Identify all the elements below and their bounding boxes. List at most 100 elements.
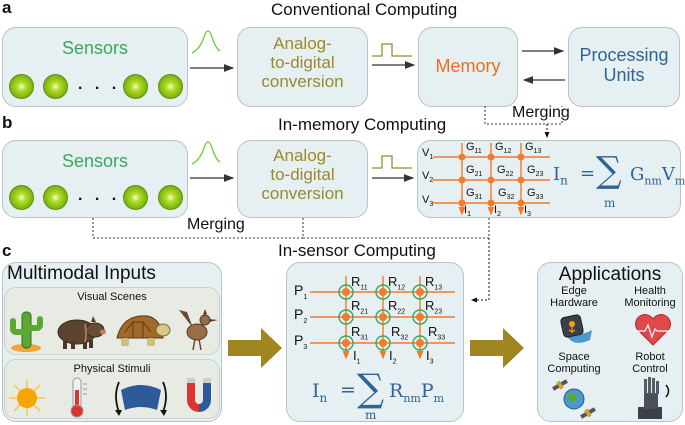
sensor-dot	[43, 185, 68, 210]
physical-stimuli-box: Physical Stimuli	[4, 359, 220, 419]
crossbar-c-cell: R21	[351, 298, 369, 316]
crossbar-c-col-output: I2	[389, 348, 397, 366]
adc-line: to-digital	[270, 53, 335, 73]
multimodal-inputs-box: Multimodal Inputs Visual Scenes	[2, 262, 222, 422]
panel-b-title: In-memory Computing	[278, 115, 447, 134]
sensors-label-a: Sensors	[61, 38, 129, 58]
panel-letter-c: c	[2, 241, 12, 260]
sensors-label-b: Sensors	[61, 151, 129, 171]
cactus-icon	[10, 311, 43, 352]
crossbar-c-cell: R13	[425, 274, 443, 292]
crossbar-c-cell: R31	[351, 324, 369, 342]
crossbar-b-cell: G12	[495, 141, 512, 156]
smartwatch-icon	[560, 314, 592, 343]
memory-box: Memory	[418, 27, 518, 107]
panel-letter-b: b	[2, 113, 13, 132]
formula-c-lhs: In	[312, 380, 328, 405]
merging-label-b: Merging	[187, 216, 245, 233]
sensor-dot	[158, 185, 183, 210]
adc-line: to-digital	[270, 165, 335, 185]
sensors-box-a: Sensors . . .	[2, 27, 188, 107]
formula-c-rhs: RnmPm	[389, 380, 445, 405]
adc-label-a: Analog- to-digital conversion	[238, 34, 367, 91]
visual-scenes-title: Visual Scenes	[77, 291, 147, 303]
applications-title: Applications	[558, 264, 662, 285]
crossbar-b-col-output: I1	[464, 204, 471, 219]
sensor-dot	[123, 185, 148, 210]
crossbar-c-col-output: I3	[426, 348, 434, 366]
crossbar-c-cell: R23	[425, 298, 443, 316]
crossbar-c-row-input: P2	[294, 306, 308, 325]
processing-line: Processing	[579, 45, 669, 65]
processing-units-box: Processing Units	[568, 27, 680, 107]
crossbar-b-row-input: V1	[422, 147, 434, 162]
crossbar-c-cell: R32	[391, 324, 409, 342]
crossbar-b-cell: G33	[527, 187, 544, 202]
formula-c-sum-index: m	[365, 408, 377, 422]
crossbar-c-row-input: P1	[294, 282, 308, 301]
crossbar-b-cell: G32	[498, 187, 515, 202]
merging-line-b	[303, 218, 490, 239]
adc-line: conversion	[261, 184, 344, 204]
crossbar-c-cell: R12	[388, 274, 406, 292]
sensor-ellipsis: . . .	[78, 76, 121, 93]
processing-label: Processing Units	[569, 45, 679, 85]
adc-line: Analog-	[273, 34, 332, 53]
adc-line: conversion	[261, 72, 344, 92]
sensor-dot	[9, 74, 34, 99]
crossbar-c-cell: R33	[428, 324, 446, 342]
big-arrow-icon	[228, 328, 282, 368]
bending-icon	[115, 381, 167, 416]
roadrunner-icon	[179, 309, 218, 351]
formula-b-sum-index: m	[604, 196, 616, 210]
crossbar-b-cell: G13	[525, 141, 542, 156]
panel-c-title: In-sensor Computing	[278, 241, 436, 260]
visual-scenes-box: Visual Scenes	[4, 287, 220, 355]
analog-wave-icon	[191, 141, 221, 165]
thermometer-icon	[70, 377, 87, 418]
heart-icon	[635, 314, 671, 346]
sensor-dot	[158, 74, 183, 99]
multimodal-inputs-title: Multimodal Inputs	[7, 263, 156, 284]
sensor-ellipsis: . . .	[78, 187, 121, 204]
satellite-icon	[552, 379, 596, 419]
sensors-box-b: Sensors . . .	[2, 140, 188, 218]
adc-label-b: Analog- to-digital conversion	[238, 146, 367, 203]
crossbar-b-row-input: V2	[422, 170, 434, 185]
robot-hand-icon	[638, 377, 670, 419]
formula-b-lhs: In	[553, 164, 568, 188]
adc-line: Analog-	[273, 146, 332, 165]
merging-label-a: Merging	[512, 104, 570, 121]
processing-line: Units	[603, 65, 645, 86]
physical-stimuli-title: Physical Stimuli	[73, 363, 151, 375]
panel-a-title: Conventional Computing	[271, 0, 458, 19]
crossbar-c-col-output: I1	[353, 348, 361, 366]
crossbar-b-cell: G21	[466, 164, 483, 179]
crossbar-b-cell: G31	[466, 187, 483, 202]
formula-b-rhs: GnmVm	[630, 164, 685, 188]
sensor-dot	[43, 74, 68, 99]
formula-b-eq: =	[580, 163, 596, 184]
panel-letter-a: a	[2, 0, 12, 17]
in-sensor-crossbar-box	[286, 262, 464, 422]
sensor-dot	[123, 74, 148, 99]
digital-pulse-icon	[372, 155, 412, 169]
sensor-dot	[9, 185, 34, 210]
formula-c-sum-icon: ∑	[357, 366, 385, 410]
big-arrow-icon	[470, 328, 524, 368]
magnet-icon	[187, 378, 211, 412]
crossbar-b-row-input: V3	[422, 194, 434, 209]
tortoise-icon	[116, 315, 171, 346]
crossbar-c-row-input: P3	[294, 332, 308, 351]
crossbar-b-col-output: I2	[494, 204, 501, 219]
crossbar-c-cell: R11	[351, 274, 368, 292]
analog-wave-icon	[191, 30, 221, 54]
digital-pulse-icon	[372, 43, 412, 57]
merging-arrow-c	[471, 238, 490, 303]
crossbar-b-cell: G22	[497, 164, 514, 179]
crossbar-b-col-output: I3	[524, 204, 531, 219]
